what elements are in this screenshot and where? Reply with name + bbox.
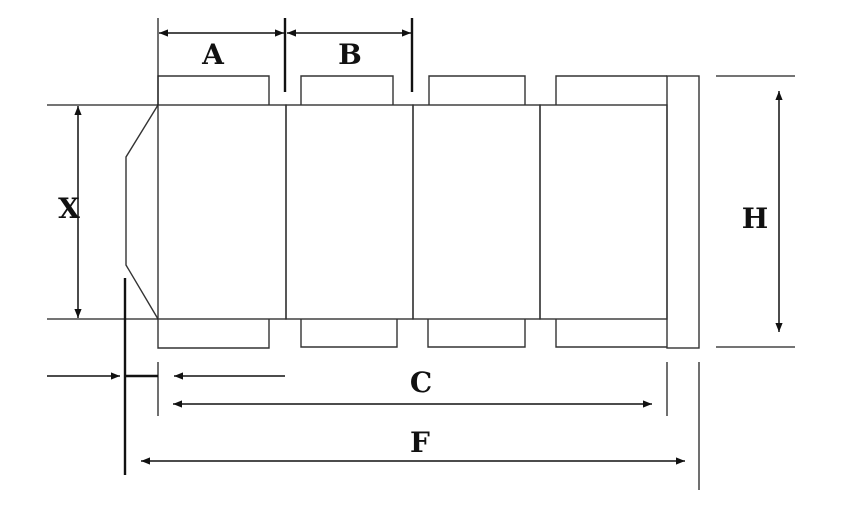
label-b: B	[338, 38, 362, 71]
top-flaps	[157, 75, 667, 105]
label-c: C	[410, 366, 432, 399]
panel-2	[285, 104, 414, 320]
label-h: H	[742, 202, 768, 235]
bottom-flap-4	[555, 319, 667, 348]
body-panels	[125, 75, 700, 349]
panel-1	[157, 104, 287, 320]
bottom-flap-3	[427, 319, 526, 348]
bottom-flap-1	[157, 319, 270, 349]
tuck-flap	[125, 104, 159, 320]
extension-lines	[47, 18, 795, 490]
bottom-flap-2	[300, 319, 398, 348]
top-flap-1	[157, 75, 270, 105]
label-a: A	[201, 38, 225, 71]
top-flap-3	[428, 75, 526, 105]
label-f: F	[410, 426, 430, 459]
top-flap-2	[300, 75, 394, 105]
bold-extension-lines	[123, 18, 414, 475]
label-x: X	[58, 192, 80, 225]
panel-3	[412, 104, 541, 320]
glue-flap	[666, 75, 700, 349]
bottom-flaps	[157, 319, 667, 349]
top-flap-4	[555, 75, 667, 105]
dimension-arrows	[47, 29, 783, 465]
panel-4	[539, 104, 668, 320]
